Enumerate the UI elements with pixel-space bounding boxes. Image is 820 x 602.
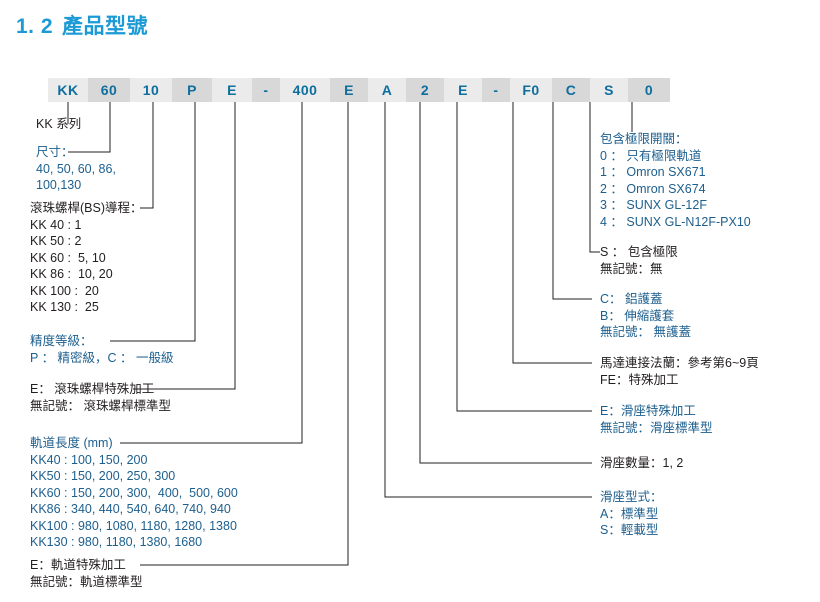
annotation-line: 4 ： SUNX GL-N12F-PX10 (600, 214, 751, 229)
model-code-segment-2: 10 (130, 78, 172, 102)
annotation-limit-included: S ： 包含極限無記號：無 (600, 244, 678, 277)
annotation-line: 無記號： 滾珠螺桿標準型 (30, 398, 171, 413)
annotation-accuracy-grade: 精度等級： P ： 精密級，C ： 一般級 (30, 333, 174, 366)
model-code-segment-7: E (330, 78, 368, 102)
leader-motor-flange (512, 102, 592, 364)
annotation-line: 100,130 (36, 178, 82, 192)
annotation-ballscrew-lead: 滾珠螺桿(BS)導程： KK 40 : 1 KK 50 : 2 KK 60 : 5, … (30, 200, 143, 316)
annotation-line: 40, 50, 60, 86, (36, 161, 116, 176)
annotation-line: KK 50 : 2 (30, 234, 82, 248)
annotation-line: 軌道長度 (mm) (30, 436, 113, 450)
model-code-segment-13: C (552, 78, 590, 102)
model-code-segment-5: - (252, 78, 280, 102)
model-code-segment-1: 60 (88, 78, 130, 102)
annotation-line: 0 ： 只有極限軌道 (600, 148, 702, 163)
annotation-carriage-count: 滑座數量：1, 2 (600, 455, 683, 472)
leader-cover (552, 102, 592, 300)
annotation-line: KK 60 : 5, 10 (30, 250, 106, 265)
annotation-series: KK 系列 (36, 116, 81, 133)
annotation-line: 包含極限開關： (600, 132, 688, 146)
model-code-segment-10: E (444, 78, 482, 102)
annotation-line: KK 86 : 10, 20 (30, 267, 113, 281)
annotation-line: E：軌道特殊加工 (30, 558, 126, 572)
leader-carriage-machining (456, 102, 592, 412)
annotation-line: 無記號：無 (600, 261, 663, 276)
annotation-line: KK100 : 980, 1080, 1180, 1280, 1380 (30, 518, 237, 533)
annotation-line: 2 ： Omron SX674 (600, 181, 706, 196)
annotation-line: S：輕載型 (600, 523, 659, 537)
page-title-number: 1. 2 (16, 15, 54, 38)
model-code-segment-6: 400 (280, 78, 330, 102)
annotation-line: 無記號： 無護蓋 (600, 325, 691, 339)
annotation-line: KK130 : 980, 1180, 1380, 1680 (30, 535, 203, 549)
leader-limit-included (589, 102, 600, 253)
annotation-line: 滑座型式： (600, 490, 663, 504)
annotation-line: P ： 精密級，C ： 一般級 (30, 350, 174, 365)
model-code-segment-12: F0 (510, 78, 552, 102)
model-code-segment-15: 0 (628, 78, 670, 102)
model-code-segment-11: - (482, 78, 510, 102)
annotation-line: KK40 : 100, 150, 200 (30, 452, 148, 467)
annotation-line: S ： 包含極限 (600, 245, 678, 259)
annotation-limit-switch: 包含極限開關： 0 ： 只有極限軌道 1 ： Omron SX671 2 ： Omro… (600, 131, 751, 230)
annotation-line: 3 ： SUNX GL-12F (600, 198, 707, 212)
leader-carriage-count (419, 102, 592, 464)
annotation-line: B： 伸縮護套 (600, 308, 675, 323)
annotation-line: FE：特殊加工 (600, 372, 679, 387)
annotation-line: 滑座數量：1, 2 (600, 456, 684, 470)
annotation-line: KK86 : 340, 440, 540, 640, 740, 940 (30, 502, 231, 516)
annotation-line: 精度等級： (30, 334, 93, 348)
model-code-segment-14: S (590, 78, 628, 102)
annotation-line: E： 滾珠螺桿特殊加工 (30, 382, 155, 396)
model-code-segment-0: KK (48, 78, 88, 102)
annotation-line: 1 ： Omron SX671 (600, 165, 706, 179)
model-code-segment-4: E (212, 78, 252, 102)
annotation-ballscrew-machining: E： 滾珠螺桿特殊加工無記號： 滾珠螺桿標準型 (30, 381, 171, 414)
annotation-line: 滾珠螺桿(BS)導程： (30, 201, 143, 215)
leader-lead (140, 102, 154, 209)
annotation-line: 無記號：滑座標準型 (600, 420, 713, 435)
annotation-carriage-machining: E：滑座特殊加工無記號：滑座標準型 (600, 403, 713, 436)
annotation-line: C： 鋁護蓋 (600, 292, 663, 306)
annotation-line: 馬達連接法蘭：參考第6~9頁 (600, 356, 759, 370)
annotation-line: KK 130 : 25 (30, 300, 99, 314)
annotation-line: KK 100 : 20 (30, 283, 99, 298)
leader-carriage-type (384, 102, 592, 498)
annotation-motor-flange: 馬達連接法蘭：參考第6~9頁 FE：特殊加工 (600, 355, 759, 388)
annotation-line: KK 系列 (36, 117, 82, 131)
page-title-text: 產品型號 (62, 15, 149, 38)
model-code-segment-8: A (368, 78, 406, 102)
annotation-line: 尺寸： (36, 145, 74, 159)
annotation-carriage-type: 滑座型式： A：標準型 S：輕載型 (600, 489, 663, 539)
page-title: 1. 2 產品型號 (16, 10, 148, 40)
annotation-line: KK60 : 150, 200, 300, 400, 500, 600 (30, 485, 238, 500)
annotation-line: E：滑座特殊加工 (600, 404, 696, 418)
annotation-line: KK50 : 150, 200, 250, 300 (30, 469, 176, 483)
annotation-line: A：標準型 (600, 506, 659, 521)
model-code-segment-9: 2 (406, 78, 444, 102)
annotation-rail-machining: E：軌道特殊加工無記號：軌道標準型 (30, 557, 143, 590)
annotation-line: KK 40 : 1 (30, 217, 82, 232)
annotation-line: 無記號：軌道標準型 (30, 574, 143, 589)
annotation-size: 尺寸： 40, 50, 60, 86, 100,130 (36, 144, 116, 194)
model-code-segment-3: P (172, 78, 212, 102)
annotation-cover-type: C： 鋁護蓋 B： 伸縮護套無記號： 無護蓋 (600, 291, 691, 341)
